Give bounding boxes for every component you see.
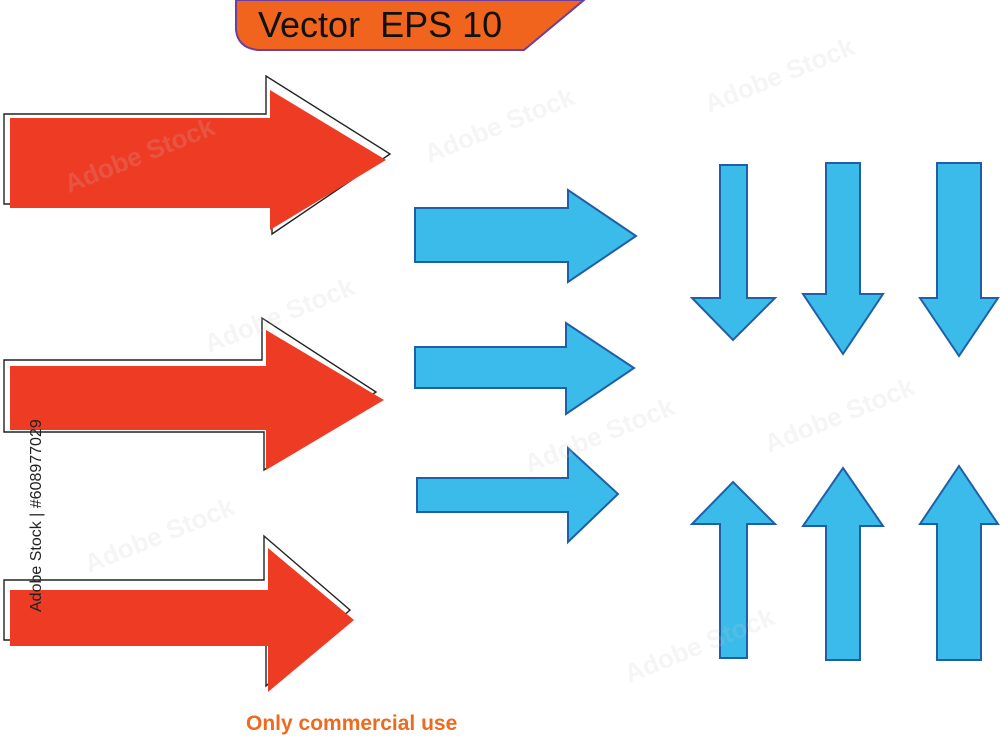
blue-down-arrow-3 (918, 162, 1000, 358)
blue-up-arrow-2 (801, 466, 885, 661)
blue-up-arrow-3 (918, 464, 1000, 661)
blue-right-arrow-2 (414, 321, 636, 416)
blue-down-arrow-2 (801, 162, 885, 356)
red-arrow-1 (3, 74, 392, 236)
blue-down-arrow-1 (689, 164, 778, 342)
banner-shape (235, 0, 586, 51)
footer-note: Only commercial use (246, 712, 458, 735)
stock-id-label: Adobe Stock | #608977029 (28, 419, 45, 612)
red-arrow-3 (3, 534, 354, 692)
red-arrow-2 (3, 316, 384, 472)
banner-title: Vector EPS 10 (258, 4, 503, 45)
blue-right-arrow-1 (414, 188, 638, 284)
blue-right-arrow-3 (416, 445, 620, 545)
blue-up-arrow-1 (689, 480, 778, 659)
